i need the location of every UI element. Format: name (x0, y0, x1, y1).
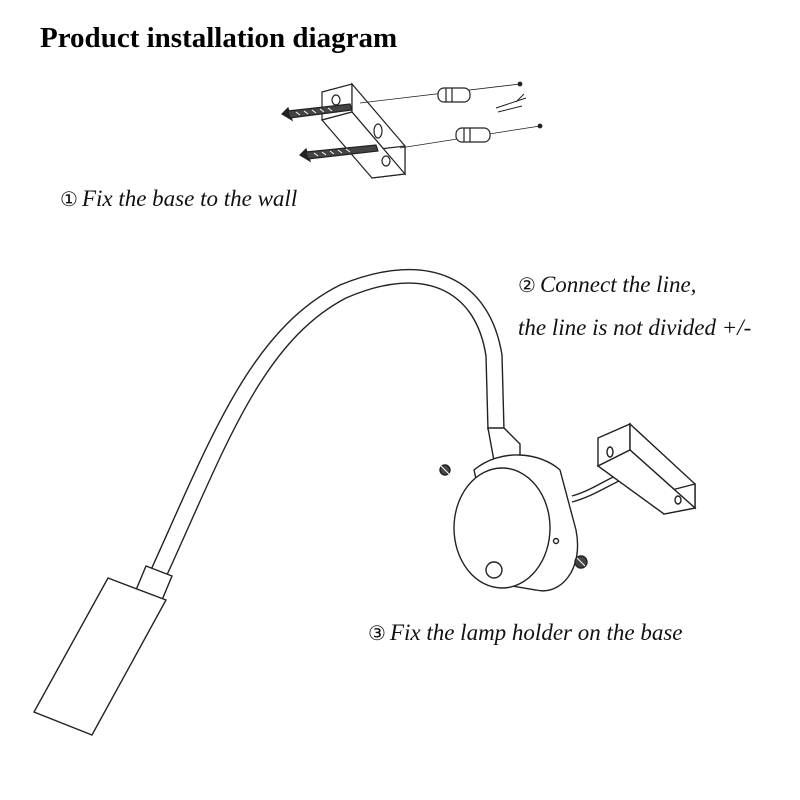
step-1-text: Fix the base to the wall (81, 186, 298, 211)
step-3-text: Fix the lamp holder on the base (389, 620, 683, 645)
step-3-number: ③ (368, 621, 386, 645)
step-2-number: ② (518, 273, 536, 297)
step-2-text-line2: the line is not divided +/- (518, 315, 752, 340)
lamp-body-icon (453, 454, 579, 592)
screw-icon (299, 144, 379, 163)
wall-mount-assembly (281, 81, 543, 179)
wall-anchor-icon (437, 87, 471, 103)
screw-icon (439, 464, 451, 476)
lamp-assembly (33, 269, 697, 736)
switch-button-icon (485, 561, 503, 579)
step-1-number: ① (60, 187, 78, 211)
mounting-bracket-icon (596, 422, 697, 515)
mounting-bracket-icon (320, 82, 407, 179)
step-2-caption-line2: the line is not divided +/- (518, 315, 751, 341)
screw-icon (574, 555, 588, 569)
step-2-text: Connect the line, (539, 272, 697, 297)
screw-icon (281, 103, 353, 122)
diagram-title: Product installation diagram (40, 22, 398, 54)
lamp-head-icon (33, 577, 168, 736)
gooseneck-arm (149, 269, 505, 573)
wall-anchor-icon (455, 127, 491, 143)
